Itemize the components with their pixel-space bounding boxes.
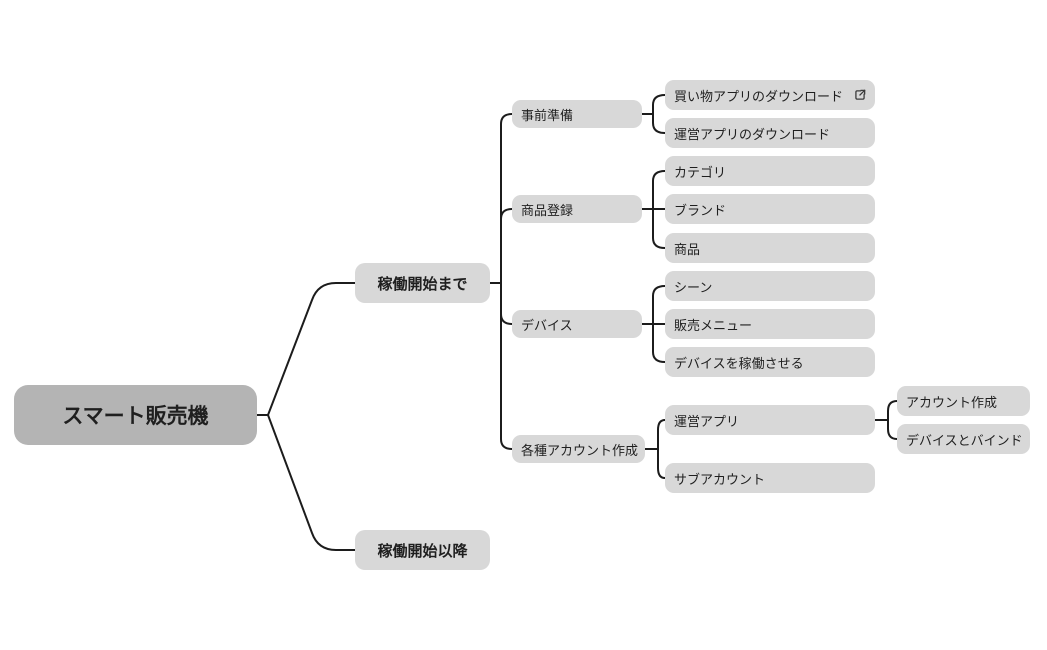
- node-root-label: スマート販売機: [62, 405, 209, 428]
- node-sales-menu-label: 販売メニュー: [674, 317, 753, 333]
- node-after-start-label: 稼働開始以降: [377, 542, 468, 560]
- connector-preparation-to-shopping-app: [641, 94, 666, 115]
- node-product[interactable]: 商品: [665, 233, 875, 263]
- node-after-start[interactable]: 稼働開始以降: [355, 530, 490, 570]
- node-category[interactable]: カテゴリ: [665, 156, 875, 186]
- node-shopping-app-download[interactable]: 買い物アプリのダウンロード: [665, 80, 875, 110]
- connector-management-app-to-account-create: [874, 400, 898, 421]
- node-sub-account-label: サブアカウント: [674, 471, 766, 487]
- node-shopping-app-download-label: 買い物アプリのダウンロード: [674, 88, 844, 104]
- node-sub-account[interactable]: サブアカウント: [665, 463, 875, 493]
- node-device-label: デバイス: [521, 317, 573, 333]
- node-scene[interactable]: シーン: [665, 271, 875, 301]
- connector-before-start-to-accounts: [489, 282, 513, 450]
- node-brand[interactable]: ブランド: [665, 194, 875, 224]
- connector-product-reg-to-product: [641, 208, 666, 249]
- node-accounts[interactable]: 各種アカウント作成: [512, 435, 645, 463]
- node-management-app[interactable]: 運営アプリ: [665, 405, 875, 435]
- node-device-bind[interactable]: デバイスとバインド: [897, 424, 1030, 454]
- node-preparation-label: 事前準備: [521, 107, 574, 123]
- node-account-create-label: アカウント作成: [906, 394, 998, 410]
- node-product-label: 商品: [674, 241, 701, 257]
- node-device[interactable]: デバイス: [512, 310, 642, 338]
- node-account-create[interactable]: アカウント作成: [897, 386, 1030, 416]
- node-product-registration-label: 商品登録: [521, 202, 574, 218]
- node-before-start-label: 稼働開始まで: [377, 275, 468, 293]
- connector-accounts-to-sub-account: [644, 448, 666, 479]
- node-device-bind-label: デバイスとバインド: [906, 432, 1023, 448]
- node-management-app-download-label: 運営アプリのダウンロード: [674, 126, 831, 142]
- node-root[interactable]: スマート販売機: [14, 385, 257, 445]
- connector-product-reg-to-category: [641, 170, 666, 210]
- node-product-registration[interactable]: 商品登録: [512, 195, 642, 223]
- node-operate-device-label: デバイスを稼働させる: [674, 355, 804, 371]
- external-link-icon[interactable]: [853, 88, 867, 102]
- connector-management-app-to-device-bind: [874, 419, 898, 440]
- connector-accounts-to-management-app: [644, 419, 666, 450]
- node-before-start[interactable]: 稼働開始まで: [355, 263, 490, 303]
- node-management-app-download[interactable]: 運営アプリのダウンロード: [665, 118, 875, 148]
- connector-root-to-after-start: [256, 414, 356, 551]
- node-brand-label: ブランド: [674, 202, 727, 218]
- node-operate-device[interactable]: デバイスを稼働させる: [665, 347, 875, 377]
- connector-before-start-to-product-reg: [489, 208, 513, 284]
- connector-root-to-before-start: [256, 282, 356, 416]
- node-accounts-label: 各種アカウント作成: [521, 442, 639, 458]
- connector-preparation-to-management-app-dl: [641, 113, 666, 134]
- node-sales-menu[interactable]: 販売メニュー: [665, 309, 875, 339]
- node-category-label: カテゴリ: [674, 164, 727, 180]
- connector-before-start-to-preparation: [489, 113, 513, 284]
- connector-device-to-scene: [641, 285, 666, 325]
- node-management-app-label: 運営アプリ: [674, 413, 740, 429]
- node-preparation[interactable]: 事前準備: [512, 100, 642, 128]
- connector-device-to-operate-device: [641, 323, 666, 363]
- node-scene-label: シーン: [674, 279, 713, 295]
